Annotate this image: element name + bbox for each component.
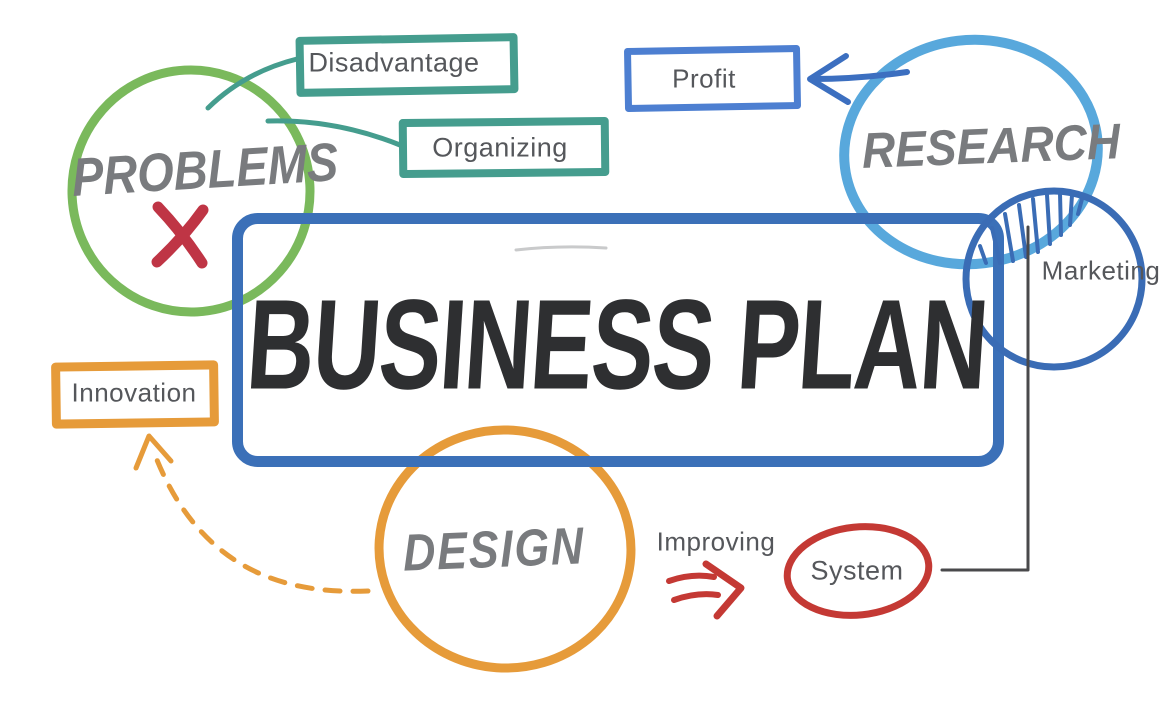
organizing-label: Organizing (432, 132, 568, 163)
research-label: RESEARCH (861, 113, 1121, 179)
overlap-hatching (978, 191, 1084, 265)
organizing-box (398, 116, 610, 179)
system-label: System (810, 555, 904, 586)
marketing-label: Marketing (1041, 255, 1161, 286)
design-to-innovation-arrow-head (133, 433, 174, 471)
disadvantage-box (295, 33, 519, 97)
disadvantage-label: Disadvantage (308, 47, 480, 78)
problems-to-organizing-line (265, 118, 403, 148)
problems-x-mark (151, 201, 209, 269)
design-circle (374, 425, 636, 673)
problems-circle (67, 65, 315, 317)
profit-box (624, 45, 801, 112)
problems-to-disadvantage-line (205, 56, 300, 111)
research-to-profit-arrow-tail (810, 69, 910, 82)
improving-label: Improving (656, 526, 776, 557)
design-label: DESIGN (402, 517, 586, 583)
marketing-circle (962, 187, 1146, 371)
business-plan-title: BUSINESS PLAN (242, 273, 992, 417)
improving-arrow (666, 560, 745, 620)
innovation-label: Innovation (71, 377, 197, 408)
profit-label: Profit (672, 63, 736, 94)
design-to-innovation-dashed-arrow (154, 457, 371, 594)
research-to-profit-arrow-head (807, 53, 851, 105)
system-oval (783, 523, 933, 619)
pencil-scribble (514, 245, 608, 252)
business-plan-frame (232, 213, 1004, 467)
innovation-box (51, 360, 219, 429)
system-to-marketing-connector (940, 225, 1030, 572)
